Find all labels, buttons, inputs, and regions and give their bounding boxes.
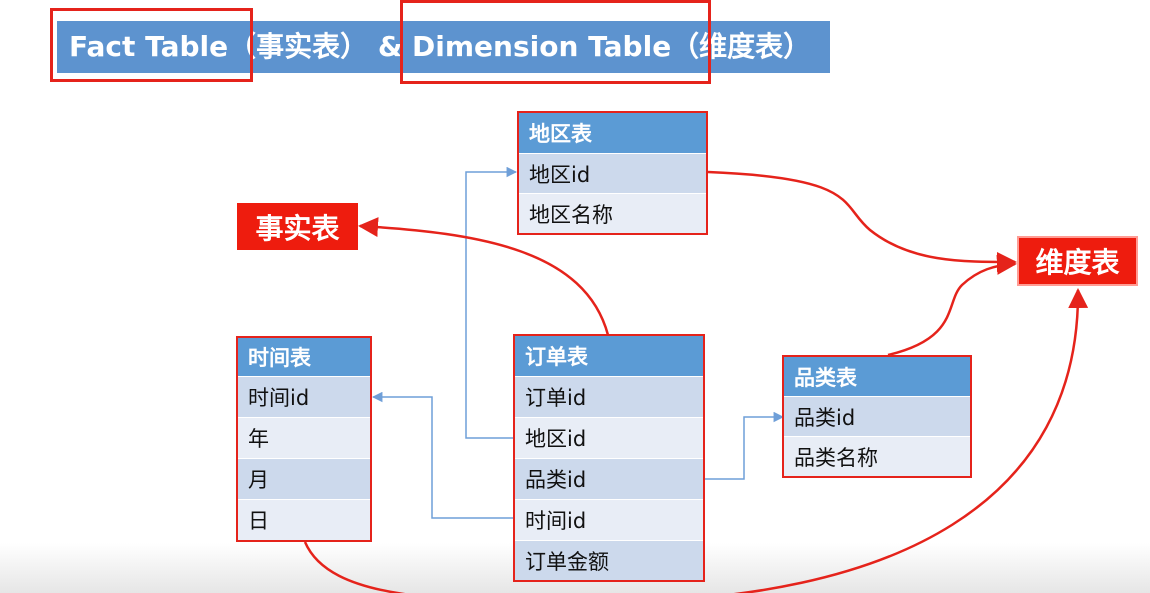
category-table: 品类表 品类id 品类名称 <box>782 355 972 478</box>
fk-region-connector <box>465 166 518 439</box>
region-row-name: 地区名称 <box>519 193 706 233</box>
order-row-id: 订单id <box>515 376 703 417</box>
category-row-name: 品类名称 <box>784 436 970 476</box>
category-row-id: 品类id <box>784 396 970 436</box>
region-row-id: 地区id <box>519 153 706 193</box>
category-table-header: 品类表 <box>784 357 970 396</box>
time-table: 时间表 时间id 年 月 日 <box>236 336 372 542</box>
order-table: 订单表 订单id 地区id 品类id 时间id 订单金额 <box>513 334 705 582</box>
region-table-header: 地区表 <box>519 113 706 153</box>
time-row-month: 月 <box>238 458 370 499</box>
time-row-day: 日 <box>238 499 370 540</box>
time-table-header: 时间表 <box>238 338 370 376</box>
fact-table-highlight <box>50 8 253 82</box>
page-title: Fact Table（事实表） & Dimension Table（维度表） <box>57 21 830 73</box>
fk-category-connector <box>705 411 785 480</box>
order-row-time-id: 时间id <box>515 499 703 540</box>
time-row-id: 时间id <box>238 376 370 417</box>
dimension-table-label: 维度表 <box>1017 236 1138 286</box>
order-table-header: 订单表 <box>515 336 703 376</box>
fact-pointer-curve <box>358 217 610 336</box>
order-row-category-id: 品类id <box>515 458 703 499</box>
fk-time-connector <box>371 391 515 519</box>
time-row-year: 年 <box>238 417 370 458</box>
region-table: 地区表 地区id 地区名称 <box>517 111 708 235</box>
region-to-dimension-curve <box>707 170 1017 272</box>
order-row-amount: 订单金额 <box>515 540 703 580</box>
dimension-table-highlight <box>400 0 711 84</box>
category-to-dimension-curve <box>887 254 1017 357</box>
order-row-region-id: 地区id <box>515 417 703 458</box>
fact-table-label: 事实表 <box>237 203 358 250</box>
